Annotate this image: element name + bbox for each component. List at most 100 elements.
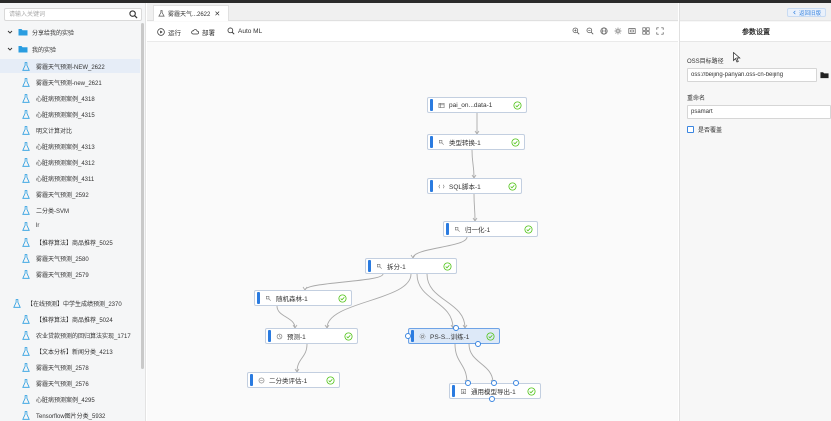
- node-port[interactable]: [491, 380, 497, 386]
- search-box[interactable]: [4, 8, 142, 21]
- tree-item-experiment[interactable]: 雾霾天气预测_2580: [0, 251, 140, 265]
- zoom-in-icon[interactable]: [572, 27, 580, 35]
- workflow-node[interactable]: 二分类评估-1: [247, 372, 340, 388]
- workflow-node[interactable]: 拆分-1: [365, 258, 457, 274]
- workflow-node[interactable]: 通用模型导出-1: [449, 383, 541, 399]
- rename-input[interactable]: [688, 106, 830, 118]
- flask-icon: [22, 253, 30, 263]
- node-label: 归一化-1: [465, 227, 491, 234]
- oss-path-field[interactable]: [687, 68, 817, 82]
- node-port[interactable]: [453, 325, 459, 331]
- tree-item-experiment[interactable]: Tensorflow图片分类_5932: [0, 408, 140, 421]
- tree-label: 【文本分析】新闻分类_4213: [36, 349, 113, 356]
- oss-path-input[interactable]: [688, 69, 816, 81]
- flask-icon: [22, 189, 30, 199]
- tree-item-experiment[interactable]: 心脏病预测案例_4318: [0, 91, 140, 105]
- node-label: 预测-1: [287, 334, 306, 341]
- tree-item-experiment[interactable]: 【文本分析】新闻分类_4213: [0, 344, 140, 358]
- fullscreen-icon[interactable]: [656, 27, 664, 35]
- node-label: 拆分-1: [387, 264, 406, 271]
- automl-button[interactable]: Auto ML: [227, 27, 262, 35]
- node-port[interactable]: [475, 341, 481, 347]
- tree-item-experiment[interactable]: 雾霾天气预测_2592: [0, 187, 140, 201]
- flask-icon: [22, 237, 30, 247]
- close-icon[interactable]: ✕: [214, 10, 221, 18]
- fit-view-icon[interactable]: [628, 27, 636, 35]
- tree-item-experiment[interactable]: 心脏病预测案例_4315: [0, 107, 140, 121]
- node-port[interactable]: [489, 396, 495, 402]
- return-old-version-button[interactable]: 返回旧版: [786, 8, 826, 17]
- search-icon[interactable]: [129, 10, 138, 19]
- search-input[interactable]: [5, 9, 123, 20]
- component-icon: [377, 263, 382, 269]
- flask-icon: [22, 330, 30, 340]
- node-label: 通用模型导出-1: [471, 389, 516, 396]
- parameter-panel: 返回旧版 参数设置 OSS目标路径 重命名 是否覆盖: [679, 3, 831, 421]
- panel-top-strip: 返回旧版: [680, 3, 831, 21]
- check-circle-icon: [344, 331, 353, 341]
- chevron-down-icon[interactable]: [6, 45, 14, 53]
- tree-folder[interactable]: 我的实验: [0, 42, 140, 56]
- tree-item-experiment[interactable]: 二分类-SVM: [0, 203, 140, 217]
- workflow-edge: [468, 343, 494, 384]
- tree-item-experiment[interactable]: 【推荐算法】商品推荐_5025: [0, 235, 140, 249]
- node-port[interactable]: [465, 380, 471, 386]
- run-button[interactable]: 运行: [157, 27, 181, 37]
- workflow-node[interactable]: pai_on...data-1: [427, 97, 527, 113]
- workflow-node[interactable]: SQL脚本-1: [427, 178, 522, 194]
- tree-item-experiment[interactable]: 雾霾天气预测_2576: [0, 376, 140, 390]
- chevron-down-icon[interactable]: [6, 28, 14, 36]
- flask-icon: [22, 314, 30, 324]
- tree-label: 分享给我的实验: [32, 30, 75, 37]
- tree-item-experiment[interactable]: lr: [0, 219, 140, 233]
- tree-label: 心脏病预测案例_4311: [36, 176, 95, 183]
- tree-folder[interactable]: 分享给我的实验: [0, 25, 140, 39]
- gear-icon: [419, 333, 426, 339]
- flask-icon: [22, 77, 30, 87]
- node-status-bar: [452, 385, 455, 397]
- deploy-button[interactable]: 部署: [191, 27, 215, 37]
- tree-label: 心脏病预测案例_4318: [36, 96, 95, 103]
- browse-folder-button[interactable]: [818, 68, 831, 82]
- tree-item-experiment[interactable]: 雾霾天气预测-NEW_2622: [0, 59, 140, 73]
- flask-icon: [22, 221, 30, 231]
- node-label: PS-S...训练-1: [430, 334, 470, 341]
- tree-item-experiment[interactable]: 雾霾天气预测-new_2621: [0, 75, 140, 89]
- node-label: 二分类评估-1: [269, 378, 308, 385]
- workflow-edge: [296, 343, 308, 373]
- eval-icon: [258, 377, 265, 383]
- workflow-edge: [454, 343, 468, 384]
- overwrite-checkbox[interactable]: [687, 126, 694, 133]
- workflow-node[interactable]: 随机森林-1: [254, 290, 352, 306]
- zoom-out-icon[interactable]: [586, 27, 594, 35]
- workflow-node[interactable]: 类型转换-1: [427, 134, 525, 150]
- sidebar-scrollbar[interactable]: [141, 23, 144, 369]
- tree-item-experiment[interactable]: 农业贷款预测的回归算法实现_1717: [0, 328, 140, 342]
- grid-icon[interactable]: [642, 27, 650, 35]
- globe-icon[interactable]: [600, 27, 608, 35]
- rename-label: 重命名: [687, 96, 706, 102]
- tree-item-experiment[interactable]: 明文计算对比: [0, 123, 140, 137]
- tab-strip: 雾霾天气...2622 ✕: [147, 3, 678, 21]
- node-status-bar: [430, 99, 433, 111]
- tab-experiment[interactable]: 雾霾天气...2622 ✕: [153, 5, 229, 21]
- tree-item-experiment[interactable]: 心脏病预测案例_4313: [0, 139, 140, 153]
- workflow-edge: [416, 273, 454, 329]
- node-port[interactable]: [405, 333, 411, 339]
- tree-item-experiment[interactable]: 雾霾天气预测_2579: [0, 267, 140, 281]
- rename-field[interactable]: [687, 105, 831, 119]
- node-port[interactable]: [513, 380, 519, 386]
- node-status-bar: [257, 292, 260, 304]
- flask-icon: [22, 157, 30, 167]
- overwrite-option[interactable]: 是否覆盖: [687, 125, 722, 134]
- tree-item-experiment[interactable]: 【推荐算法】商品推荐_5024: [0, 312, 140, 326]
- tree-item-experiment[interactable]: 心脏病预测案例_4295: [0, 392, 140, 406]
- tree-item-experiment[interactable]: 雾霾天气预测_2578: [0, 360, 140, 374]
- tree-item-experiment[interactable]: 心脏病预测案例_4311: [0, 171, 140, 185]
- workflow-node[interactable]: 预测-1: [265, 328, 358, 344]
- tree-item-experiment[interactable]: 【在线预测】中学生成绩预测_2370: [0, 296, 140, 310]
- tree-item-experiment[interactable]: 心脏病预测案例_4312: [0, 155, 140, 169]
- workflow-node[interactable]: 归一化-1: [443, 221, 538, 237]
- settings-icon[interactable]: [614, 27, 622, 35]
